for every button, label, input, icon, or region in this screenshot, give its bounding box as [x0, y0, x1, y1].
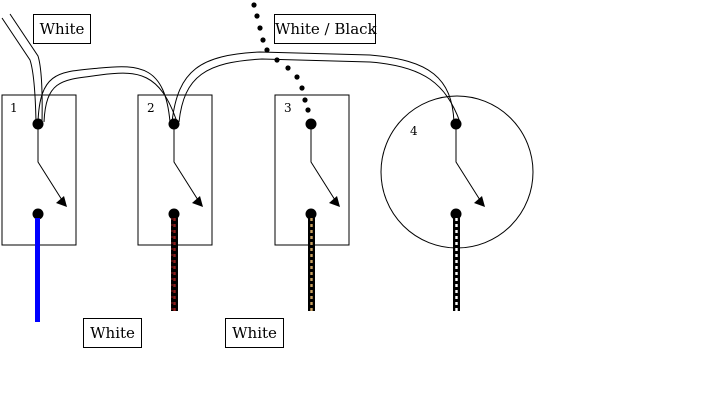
arrow-heads: [56, 196, 485, 207]
blue-wire: [35, 218, 40, 322]
label-top-middle: White / Black: [274, 14, 377, 44]
device-number-1: 1: [10, 101, 18, 115]
label-top-left: White: [33, 14, 91, 44]
switch-arms: [37, 124, 481, 201]
dotted-wire: [251, 2, 311, 113]
label-bottom-left: White: [83, 318, 142, 348]
tan-wire: [308, 218, 315, 311]
device-number-4: 4: [410, 124, 418, 138]
label-bottom-middle: White: [225, 318, 284, 348]
white-black-wire: [453, 218, 460, 311]
dark-red-wire: [171, 218, 178, 311]
cable-double-lines: [1, 13, 461, 123]
terminal-dots: [32, 118, 462, 220]
device-number-3: 3: [284, 101, 292, 115]
device-number-2: 2: [147, 101, 155, 115]
